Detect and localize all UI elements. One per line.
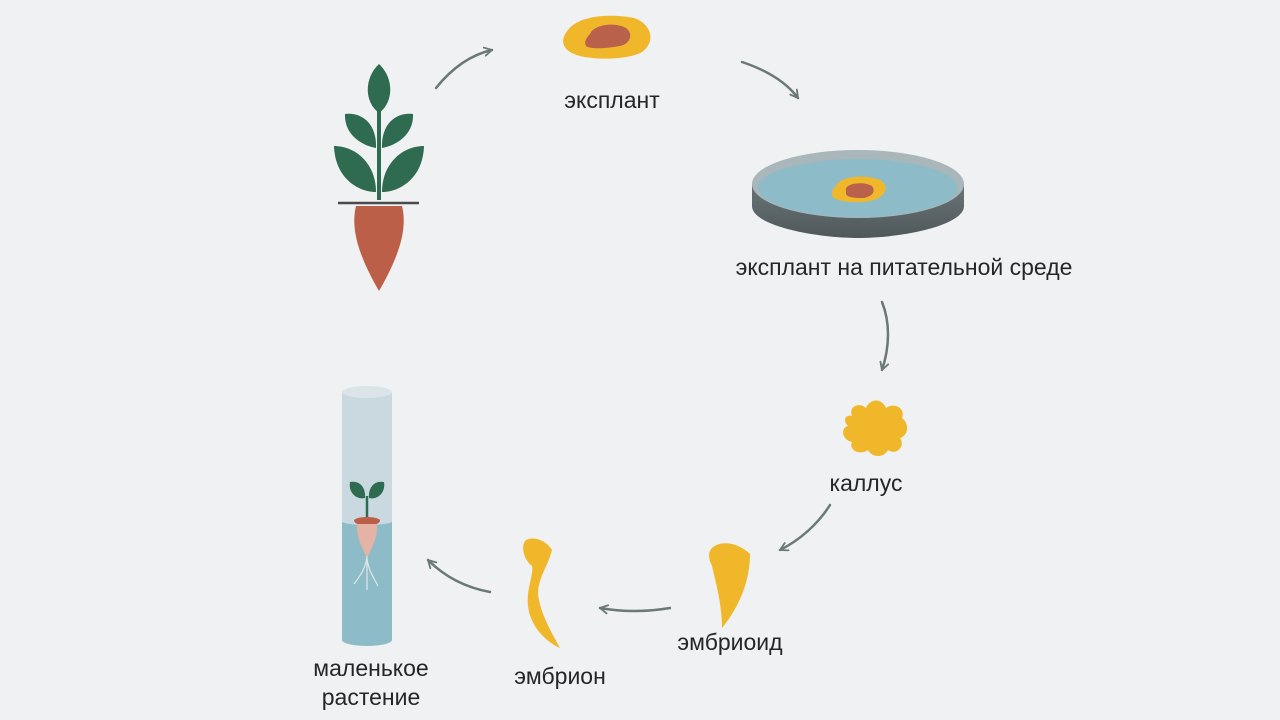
carrot-root [354,206,404,291]
arrow-explant-to-dish [740,60,800,100]
carrot-leaf-bottom-left [334,146,376,192]
label-explant-on-medium: эксплант на питательной среде [735,254,1073,280]
carrot-leaf-bottom-right [382,146,424,192]
explant-icon [563,15,651,59]
arrow-callus-to-embryoid [778,503,832,550]
arrow-plant-to-explant [434,50,494,90]
petri-dish-icon [752,150,964,238]
seedling-icon [349,481,385,590]
arrow-embryo-to-plant [426,558,492,594]
test-tube-icon [342,386,392,646]
carrot-plant-icon [334,64,424,291]
label-embryoid: эмбриоид [677,629,783,655]
arrow-dish-to-callus [882,300,888,372]
carrot-leaf-mid-left [344,113,377,148]
label-embryo: эмбрион [514,663,606,689]
label-small-plant: маленькое растение [296,654,446,712]
embryo-icon [523,538,560,648]
embryoid-icon [709,543,750,628]
callus-icon [843,400,908,456]
label-callus: каллус [829,470,903,496]
label-explant: эксплант [564,87,660,113]
carrot-leaf-top [367,64,391,113]
label-small-plant-line-2: растение [321,684,421,710]
label-small-plant-line-1: маленькое [313,655,429,681]
carrot-leaf-mid-right [381,113,414,148]
arrow-embryoid-to-embryo [598,608,672,611]
